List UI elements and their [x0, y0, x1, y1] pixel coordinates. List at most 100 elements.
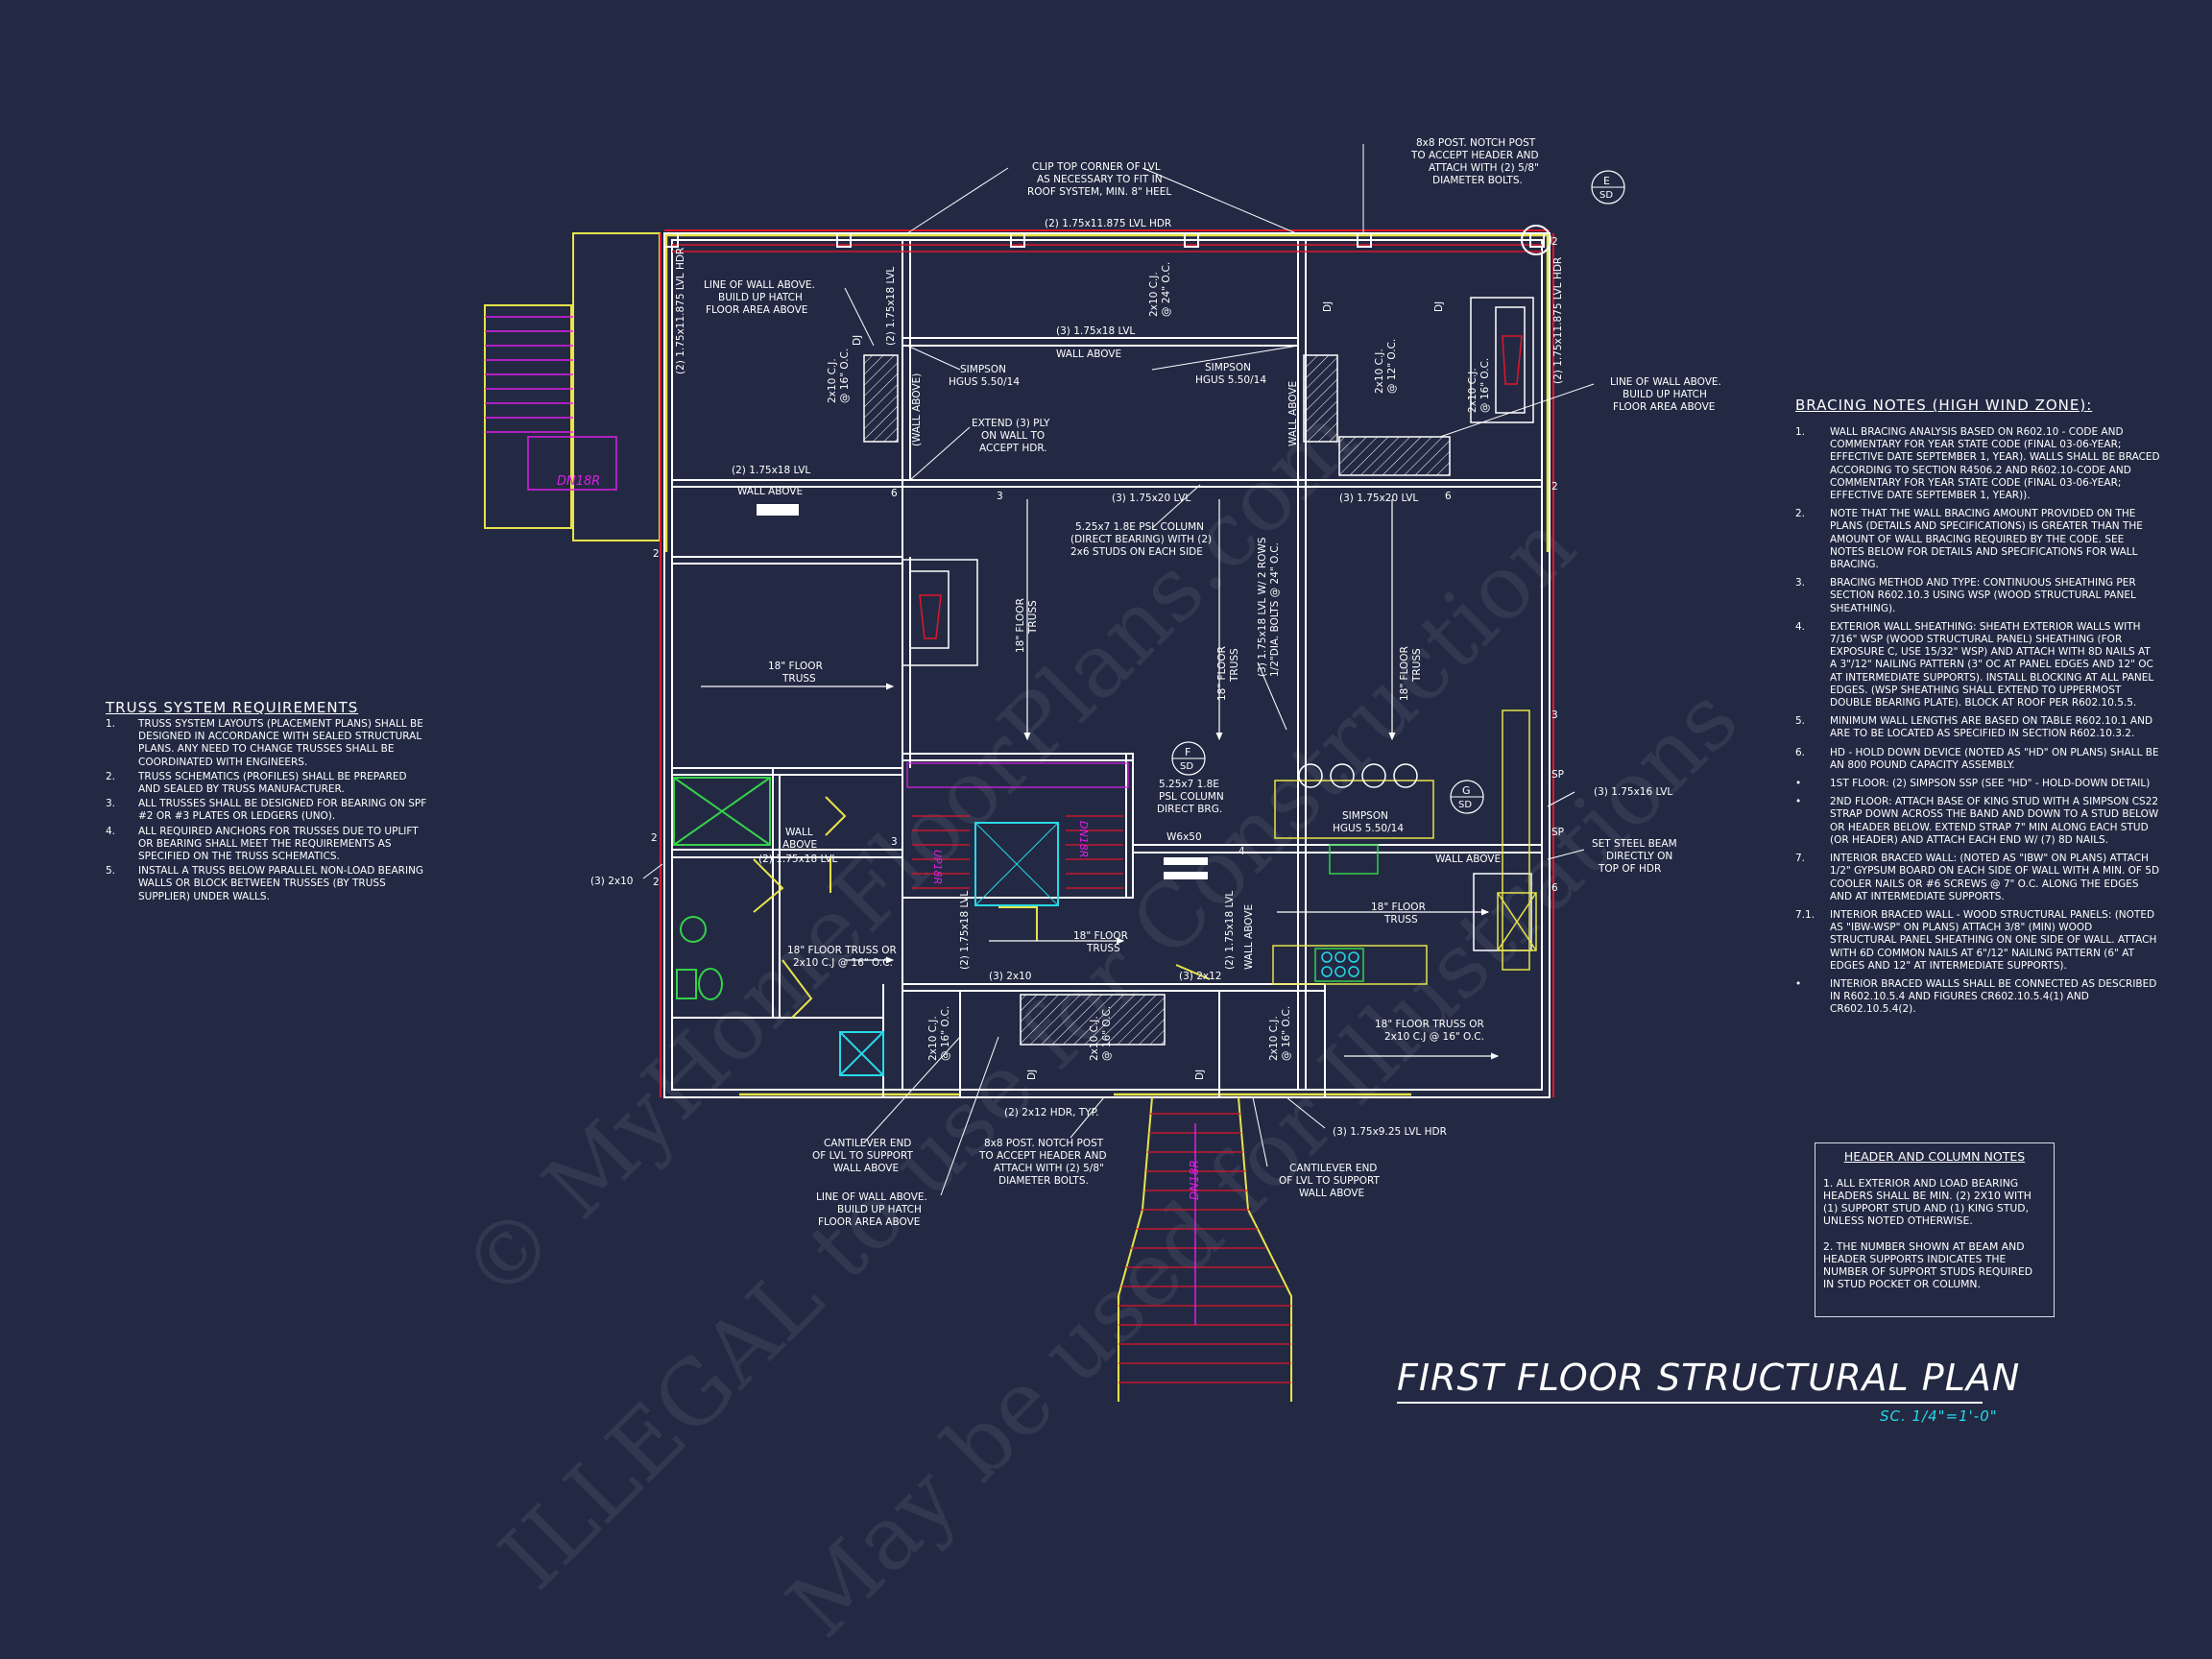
extend-ply-1: EXTEND (3) PLY: [972, 418, 1050, 429]
kitchen: [1272, 709, 1537, 985]
section-mark-f: F SD: [1171, 741, 1206, 776]
bracing-heading: BRACING NOTES (HIGH WIND ZONE):: [1795, 397, 2093, 414]
truss-item: 3.ALL TRUSSES SHALL BE DESIGNED FOR BEAR…: [106, 798, 427, 823]
floor-truss-e-2: TRUSS: [1411, 648, 1423, 683]
fixture-block-3: [1164, 872, 1208, 879]
section-mark-e: E SD: [1591, 170, 1625, 204]
w6x50-label: W6x50: [1166, 831, 1202, 843]
floor-truss-left-1: 18" FLOOR: [768, 661, 823, 672]
truss-item: 1.TRUSS SYSTEM LAYOUTS (PLACEMENT PLANS)…: [106, 718, 423, 768]
cantilever-2c: WALL ABOVE: [1299, 1188, 1364, 1199]
psl-1c: 2x6 STUDS ON EACH SIDE: [1070, 546, 1203, 558]
line-wall-1a: LINE OF WALL ABOVE.: [704, 279, 815, 291]
svg-text:SD: SD: [1599, 190, 1613, 201]
wall-above-mid: WALL ABOVE: [1056, 349, 1121, 360]
lvl-218-label: (2) 1.75x18 LVL: [732, 465, 810, 476]
lvl-318-label: (2) 1.75x18 LVL: [758, 854, 837, 865]
post-bottom-2: TO ACCEPT HEADER AND: [978, 1150, 1107, 1162]
truss-arrows: [701, 499, 1500, 1060]
cantilever-1a: CANTILEVER END: [824, 1138, 911, 1149]
lvl-18-vert-2: (2) 1.75x18 LVL: [959, 891, 971, 970]
floor-truss-d-2: TRUSS: [1229, 648, 1240, 683]
fireplace-left: [902, 559, 978, 666]
yellow-wall-lines: [664, 233, 1550, 1096]
header-note-2: 2. THE NUMBER SHOWN AT BEAM AND HEADER S…: [1823, 1240, 2033, 1290]
truss-item: 4.ALL REQUIRED ANCHORS FOR TRUSSES DUE T…: [106, 825, 419, 863]
clip-top-note-3: ROOF SYSTEM, MIN. 8" HEEL: [1027, 186, 1171, 198]
up18r-label: UP18R: [931, 850, 944, 884]
bracing-item: 5.MINIMUM WALL LENGTHS ARE BASED ON TABL…: [1795, 715, 2153, 740]
line-wall-3a: LINE OF WALL ABOVE.: [816, 1191, 927, 1203]
fixture-block-1: [757, 504, 799, 516]
simpson-3a: SIMPSON: [1342, 810, 1388, 822]
post-top-note-1: 8x8 POST. NOTCH POST: [1416, 137, 1536, 149]
line-wall-1c: FLOOR AREA ABOVE: [706, 304, 807, 316]
bracing-item: •INTERIOR BRACED WALLS SHALL BE CONNECTE…: [1795, 977, 2157, 1016]
wall-above-vert-1: (WALL ABOVE): [911, 373, 923, 446]
bathroom-fixtures: [673, 777, 884, 1076]
hatch-areas: [863, 354, 1532, 1046]
bracing-item: 7.INTERIOR BRACED WALL: (NOTED AS "IBW" …: [1795, 853, 2160, 902]
cj-16c-2: @ 16" O.C.: [940, 1006, 951, 1061]
cantilever-1b: OF LVL TO SUPPORT: [812, 1150, 914, 1162]
door-swings: [753, 796, 1211, 1019]
steel-beam-1: SET STEEL BEAM: [1592, 838, 1677, 850]
plan-title: FIRST FLOOR STRUCTURAL PLAN: [1397, 1357, 2021, 1399]
fixture-block-2: [1164, 857, 1208, 865]
cj-16b-1: 2x10 C.J.: [1467, 368, 1479, 413]
wall-above-2b: ABOVE: [782, 839, 817, 851]
steel-beam-3: TOP OF HDR: [1598, 863, 1661, 875]
lvl-316-label: (3) 1.75x16 LVL: [1594, 786, 1672, 798]
bracing-item: 6.HD - HOLD DOWN DEVICE (NOTED AS "HD" O…: [1795, 746, 2159, 771]
wall-above-vert-3: WALL ABOVE: [1243, 904, 1255, 970]
num-2a: 2: [653, 548, 660, 560]
cj-24-1: 2x10 C.J.: [1148, 272, 1160, 317]
line-wall-3b: BUILD UP HATCH: [837, 1204, 922, 1215]
center-stair: [902, 753, 1134, 906]
top-hdr-label: (2) 1.75x11.875 LVL HDR: [1045, 218, 1171, 229]
lvl-320a-label: (3) 1.75x20 LVL: [1112, 493, 1190, 504]
num-3c: 3: [891, 836, 898, 848]
clip-top-note-2: AS NECESSARY TO FIT IN: [1037, 174, 1163, 185]
section-mark-g: G SD: [1450, 780, 1484, 814]
psl-1a: 5.25x7 1.8E PSL COLUMN: [1075, 521, 1204, 533]
dj-5: DJ: [1194, 1070, 1206, 1080]
top-posts: [663, 225, 1551, 255]
floor-truss-b-2: TRUSS: [1086, 943, 1120, 954]
dn18r-label-left: DN18R: [557, 474, 600, 489]
line-wall-3c: FLOOR AREA ABOVE: [818, 1216, 920, 1228]
line-wall-2b: BUILD UP HATCH: [1623, 389, 1707, 400]
lvl-2rows-1: (3) 1.75x18 LVL W/ 2 ROWS: [1257, 537, 1268, 677]
wall-above-left: WALL ABOVE: [737, 486, 803, 497]
dn18r-label-front: DN18R: [1188, 1160, 1201, 1200]
line-wall-1b: BUILD UP HATCH: [718, 292, 803, 303]
psl-1b: (DIRECT BEARING) WITH (2): [1070, 534, 1212, 545]
hdr-2x12-label: (2) 2x12 HDR, TYP.: [1004, 1107, 1099, 1118]
simpson-2a: SIMPSON: [1205, 362, 1251, 373]
num-2b: 2: [651, 832, 658, 844]
dj-4: DJ: [1026, 1070, 1038, 1080]
floor-truss-or-2b: 2x10 C.J @ 16" O.C.: [1384, 1031, 1484, 1043]
sp-label-1: SP: [1551, 769, 1564, 781]
bracing-item: 2.NOTE THAT THE WALL BRACING AMOUNT PROV…: [1795, 508, 2143, 571]
truss-list: 1.TRUSS SYSTEM LAYOUTS (PLACEMENT PLANS)…: [106, 718, 432, 905]
extend-ply-2: ON WALL TO: [981, 430, 1045, 442]
line-wall-2c: FLOOR AREA ABOVE: [1613, 401, 1715, 413]
cantilever-2b: OF LVL TO SUPPORT: [1279, 1175, 1381, 1187]
cj-16a-1: 2x10 C.J.: [827, 358, 838, 403]
post-bottom-4: DIAMETER BOLTS.: [998, 1175, 1089, 1187]
clip-top-note-1: CLIP TOP CORNER OF LVL: [1032, 161, 1161, 173]
front-stair: [1118, 1096, 1292, 1402]
truss-item: 2.TRUSS SCHEMATICS (PROFILES) SHALL BE P…: [106, 770, 407, 796]
floor-truss-d-1: 18" FLOOR: [1216, 646, 1228, 701]
wall-above-2a: WALL: [785, 827, 813, 838]
right-hdr-label: (2) 1.75x11.875 LVL HDR: [1552, 257, 1564, 384]
lvl-mid-label: (3) 1.75x18 LVL: [1056, 325, 1135, 337]
truss-heading: TRUSS SYSTEM REQUIREMENTS: [106, 699, 359, 716]
dj-3: DJ: [1433, 301, 1445, 312]
cj-24-2: @ 24" O.C.: [1161, 262, 1172, 317]
num-6a: 6: [891, 488, 898, 499]
simpson-1a: SIMPSON: [960, 364, 1006, 375]
num-2d: 2: [1551, 481, 1558, 493]
extend-ply-3: ACCEPT HDR.: [979, 443, 1047, 454]
